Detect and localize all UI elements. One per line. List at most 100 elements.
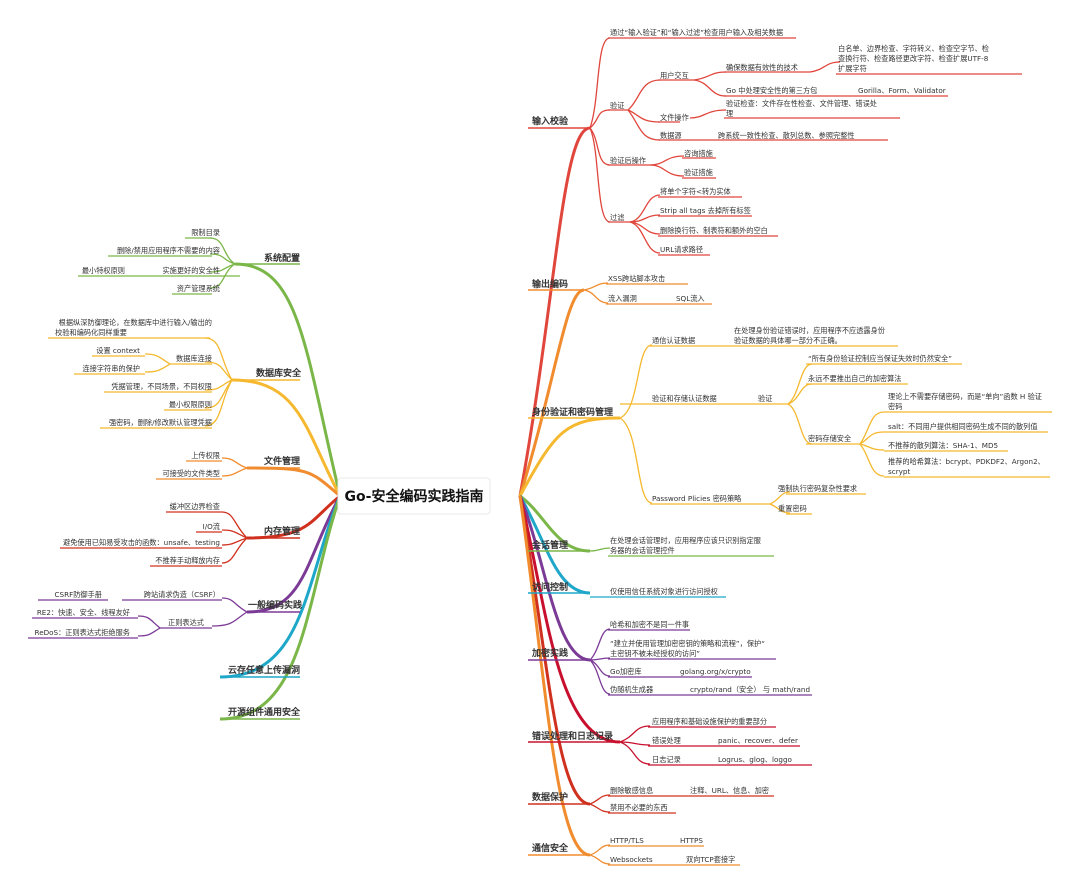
node-injection: 流入漏洞 [608, 294, 637, 303]
node-auth-comm-detail-2: 验证数据的具体哪一部分不正确。 [734, 336, 842, 345]
node-go-libs-detail: Gorilla、Form、Validator [858, 86, 946, 95]
node-db-1a: 根据纵深防御理论，在数据库中进行输入/输出的 [59, 318, 212, 327]
root-node-box [337, 477, 491, 515]
node-dataprot-1-detail: 注释、URL、信息、加密 [690, 786, 769, 795]
node-comms-1-detail: HTTPS [680, 836, 703, 845]
node-input-n1: 通过“输入验证”和“输入过滤”检查用户输入及相关数据 [610, 28, 783, 37]
node-crypto-4-detail: crypto/rand（安全） 与 math/rand [690, 685, 810, 694]
topic-file-mgmt: 文件管理 [263, 455, 300, 467]
node-mem-3: 避免使用已知易受攻击的函数：unsafe、testing [63, 538, 220, 547]
node-ensure-detail-1: 白名单、边界检查、字符转义、检查空字节、检 [838, 44, 989, 53]
node-sys-2: 删除/禁用应用程序不需要的内容 [117, 246, 220, 255]
node-db-conn-2: 连接字符串的保护 [82, 364, 140, 373]
node-db-1b: 校验和编码化同样重要 [55, 328, 127, 337]
node-policy: Password Plicies 密码策略 [652, 494, 742, 503]
node-comms-1: HTTP/TLS [610, 836, 644, 845]
node-datasource-detail: 跨系统一致性检查、散列总数、参照完整性 [718, 131, 855, 140]
node-crypto-2a: “建立并使用管理加密密钥的策略和流程”，保护“ [610, 639, 765, 648]
node-xss: XSS跨站脚本攻击 [608, 274, 665, 283]
topic-cloud: 云存任意上传漏洞 [228, 664, 300, 676]
topic-db: 数据库安全 [256, 367, 302, 379]
node-ensure-detail-2: 查换行符、检查路径更改字符、检查扩展UTF-8 [838, 54, 989, 63]
topic-output-encoding: 输出编码 [532, 278, 568, 290]
node-db-5: 强密码，删除/修改默认管理凭据 [109, 418, 212, 427]
topic-oss: 开源组件通用安全 [228, 706, 301, 718]
node-auth-v2: 永远不要推出自己的加密算法 [808, 374, 901, 383]
topic-access-control: 访问控制 [532, 581, 568, 593]
node-sys-3: 实施更好的安全性 [162, 266, 220, 275]
node-pwd-4a: 推荐的哈希算法：bcrypt、PDKDF2、Argon2、 [888, 457, 1045, 466]
node-sys-1: 限制目录 [191, 228, 220, 237]
node-post-validation: 验证后操作 [610, 156, 646, 165]
node-gen-regex-1: RE2：快速、安全、线程友好 [37, 608, 130, 617]
node-file-ops-detail-1: 验证检查：文件存在性检查、文件管理、错误处 [726, 99, 877, 108]
node-gen-csrf-detail: CSRF防御手册 [55, 590, 102, 599]
topic-session: 会话管理 [532, 539, 568, 551]
node-pwd-4b: scrypt [888, 467, 910, 476]
node-filter-4: URL请求路径 [660, 245, 703, 254]
node-errors-3: 日志记录 [652, 755, 681, 764]
node-db-conn: 数据库连接 [176, 354, 212, 363]
node-auth-comm-detail-1: 在处理身份验证错误时，应用程序不应透露身份 [734, 326, 885, 335]
node-verify-measures: 验证措施 [684, 168, 713, 177]
node-auth-verify: 验证 [758, 394, 772, 403]
topic-input-validation: 输入校验 [532, 115, 569, 127]
node-comms-2-detail: 双向TCP套接字 [686, 855, 735, 864]
node-filter-3: 删除换行符、制表符和额外的空白 [660, 226, 768, 235]
node-ensure: 确保数据有效性的技术 [726, 63, 798, 72]
node-auth-comm: 通信认证数据 [652, 336, 695, 345]
node-crypto-4: 伪随机生成器 [610, 685, 653, 694]
node-mem-4: 不推荐手动释放内存 [155, 556, 220, 565]
node-crypto-1: 哈希和加密不是同一件事 [610, 620, 689, 629]
node-go-libs: Go 中处理安全性的第三方包 [726, 86, 817, 95]
node-mem-1: 缓冲区边界检查 [170, 502, 220, 511]
node-datasource: 数据源 [660, 131, 682, 140]
node-sys-4: 资产管理系统 [177, 284, 220, 293]
node-gen-regex: 正则表达式 [168, 618, 204, 627]
node-session-1: 在处理会话管理时，应用程序应该只识别指定服 [610, 536, 761, 545]
node-errors-2-detail: panic、recover、defer [718, 736, 798, 745]
topic-sysconf: 系统配置 [264, 252, 300, 264]
node-pwd-1b: 密码 [888, 402, 902, 411]
node-crypto-3: Go加密库 [610, 667, 642, 676]
topic-crypto: 加密实践 [531, 647, 568, 659]
node-errors-1: 应用程序和基础设施保护的重要部分 [652, 717, 767, 726]
node-comms-2: Websockets [610, 855, 653, 864]
node-policy-2: 重置密码 [778, 504, 807, 513]
topic-memory: 内存管理 [264, 525, 300, 537]
node-file-1: 上传权限 [191, 451, 220, 460]
node-db-4: 最小权限原则 [169, 400, 212, 409]
node-file-2: 可接受的文件类型 [162, 469, 220, 478]
node-mem-2: I/O流 [203, 522, 220, 531]
node-db-3: 凭据管理，不同场景，不同权限 [111, 382, 212, 391]
node-pwd-1a: 理论上不需要存储密码，而是“单向”函数 H 验证 [888, 392, 1042, 401]
node-pwd-store: 密码存储安全 [808, 434, 852, 443]
node-ensure-detail-3: 扩展字符 [838, 64, 867, 73]
node-advisory: 咨询措施 [684, 149, 713, 158]
node-auth-store: 验证和存储认证数据 [652, 394, 717, 403]
node-policy-1: 强制执行密码复杂性要求 [778, 484, 857, 493]
node-gen-csrf: 跨站请求伪造（CSRF） [144, 590, 220, 599]
topic-data-protection: 数据保护 [532, 791, 568, 803]
node-session-2: 务器的会话管理控件 [610, 546, 675, 555]
node-file-ops: 文件操作 [660, 113, 689, 122]
node-file-ops-detail-2: 理 [726, 109, 733, 118]
node-errors-3-detail: Logrus、glog、loggo [718, 755, 792, 764]
node-crypto-2b: 主密钥不被未经授权的访问” [610, 649, 700, 658]
node-crypto-3-detail: golang.org/x/crypto [680, 667, 751, 676]
node-dataprot-2: 禁用不必要的东西 [610, 803, 668, 812]
node-filter-1: 将单个字符<转为实体 [660, 187, 731, 196]
node-filter-2: Strip all tags 去掉所有标签 [660, 206, 751, 215]
topic-auth-password: 身份验证和密码管理 [532, 406, 613, 418]
node-auth-v1: “所有身份验证控制应当保证失效时仍然安全” [808, 354, 952, 363]
node-errors-2: 错误处理 [652, 736, 681, 745]
node-gen-regex-2: ReDoS：正则表达式拒绝服务 [35, 628, 130, 637]
node-db-conn-1: 设置 context [96, 346, 140, 355]
node-filter: 过滤 [610, 213, 624, 222]
topic-comms: 通信安全 [532, 842, 569, 854]
node-sql: SQL流入 [676, 294, 705, 303]
topic-errors-logging: 错误处理和日志记录 [532, 730, 613, 742]
node-access-1: 仅使用信任系统对象进行访问授权 [610, 587, 718, 596]
node-pwd-3: 不推荐的散列算法：SHA-1、MD5 [888, 441, 998, 450]
